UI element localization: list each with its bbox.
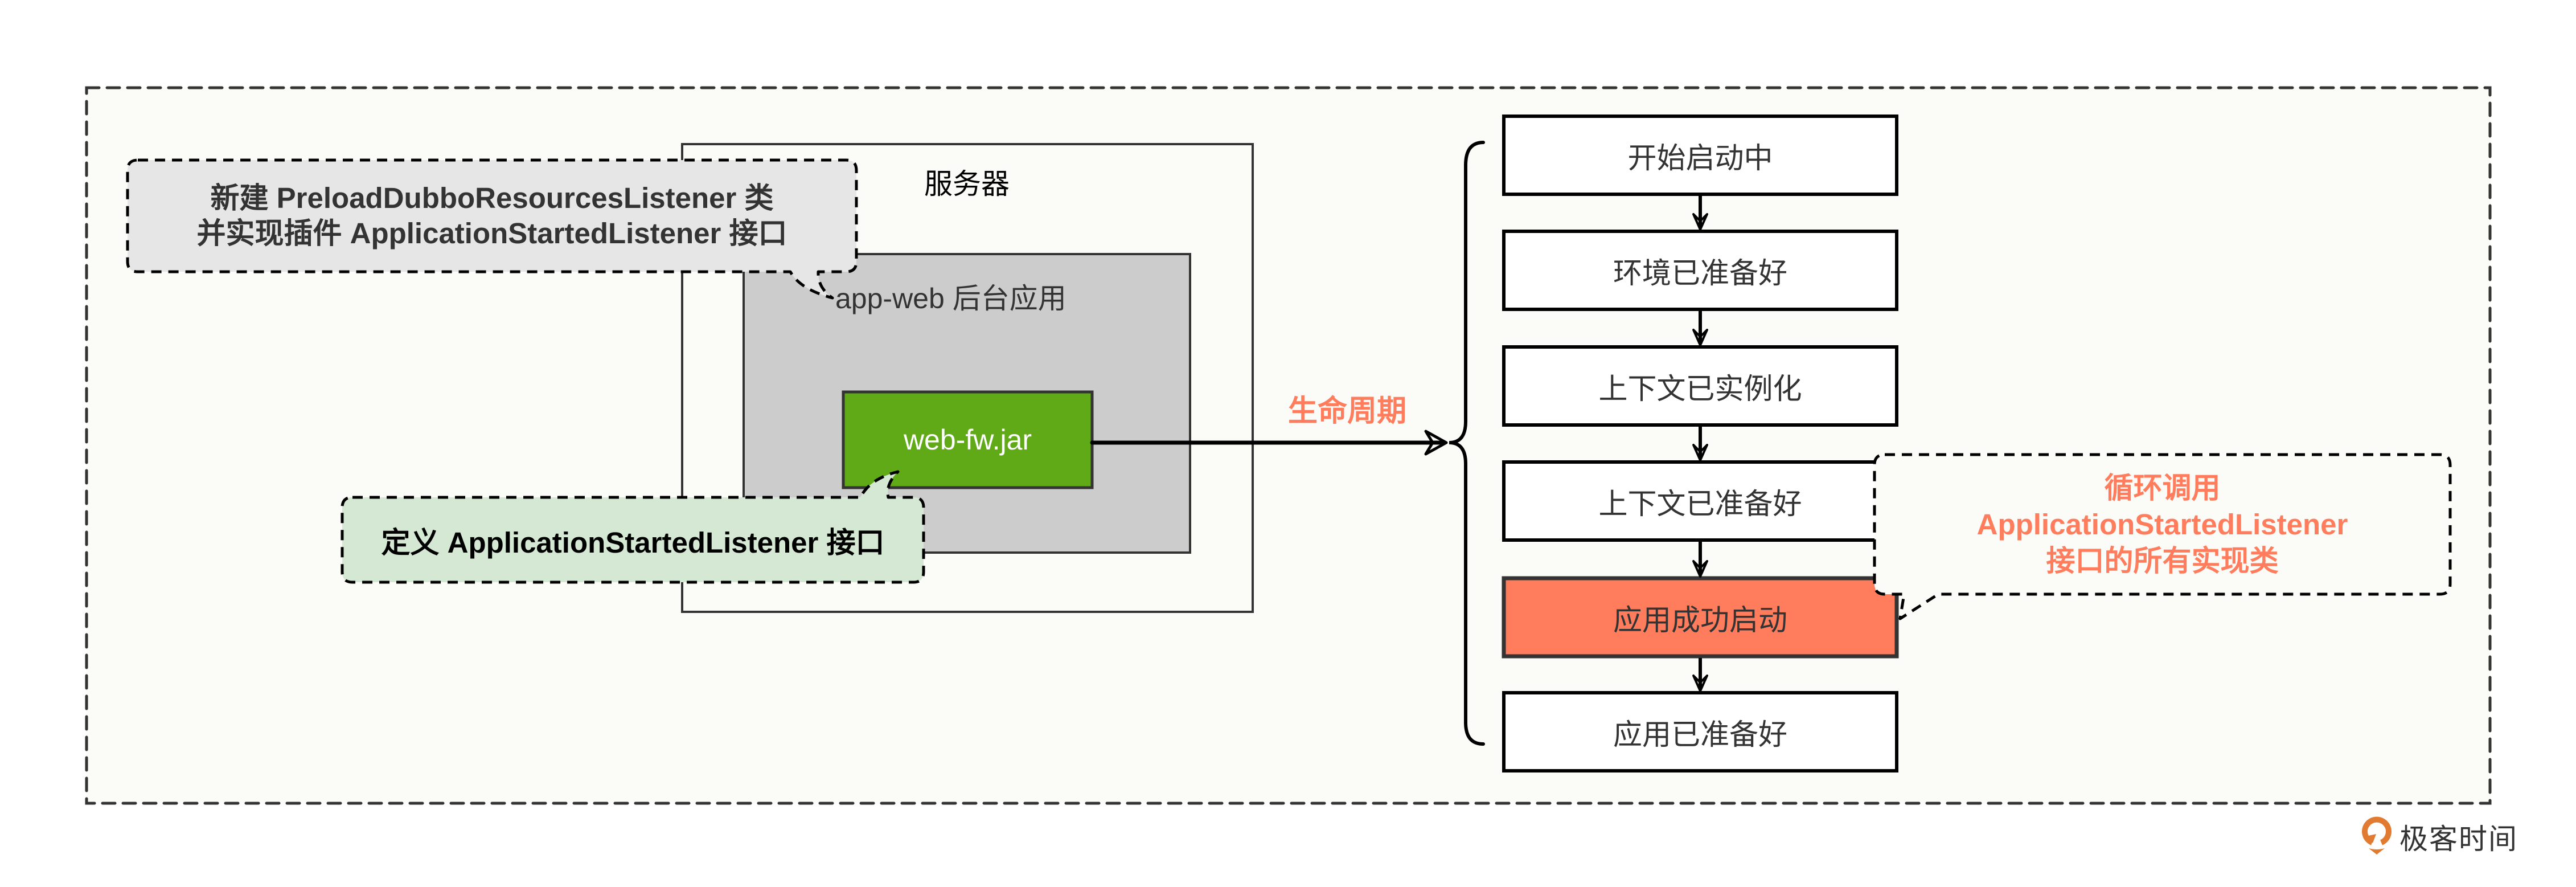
jar-box: [842, 390, 1094, 489]
lifecycle-brace: [1449, 141, 1485, 746]
callout-line: 接口的所有实现类: [2046, 544, 2279, 577]
stage-arrow: [1692, 658, 1708, 692]
logo-text: 极客时间: [2399, 823, 2518, 855]
callout-line: 循环调用: [2104, 471, 2221, 504]
geektime-logo-icon: [2362, 816, 2392, 855]
callout-new-listener-text: 新建 PreloadDubboResourcesListener 类 并实现插件…: [128, 160, 856, 272]
callout-line: 并实现插件 ApplicationStartedListener 接口: [196, 217, 787, 250]
stage-arrow: [1692, 196, 1708, 231]
callout-line: ApplicationStartedListener: [1976, 508, 2348, 541]
stage-arrow: [1692, 311, 1708, 346]
callout-define-interface-text: 定义 ApplicationStartedListener 接口: [381, 526, 885, 559]
logo-ring: [2362, 816, 2392, 845]
stage-label: 环境已准备好: [1613, 256, 1787, 289]
stage-label: 上下文已准备好: [1598, 487, 1802, 520]
callout-loop-invoke: [1873, 453, 2452, 620]
lifecycle-arrow-head: [1424, 430, 1448, 456]
app-web-label: app-web 后台应用: [835, 283, 1067, 314]
callout-line: 新建 PreloadDubboResourcesListener 类: [210, 182, 774, 214]
lifecycle-label: 生命周期: [1287, 394, 1406, 428]
jar-label: web-fw.jar: [903, 424, 1032, 456]
stage-arrow: [1692, 542, 1708, 578]
stage-label: 上下文已实例化: [1598, 372, 1802, 405]
stage-box: [1502, 691, 1898, 772]
stage-box: [1502, 115, 1898, 196]
callout-loop-invoke-text: 循环调用 ApplicationStartedListener 接口的所有实现类: [1874, 455, 2450, 594]
callout-define-interface: [341, 470, 925, 584]
stage-box: [1502, 460, 1898, 542]
lifecycle-arrow: [1090, 430, 1448, 456]
stage-box: [1502, 576, 1899, 659]
stage-arrow: [1692, 427, 1708, 461]
stage-label: 开始启动中: [1627, 141, 1773, 174]
stage-box: [1502, 345, 1898, 427]
logo-pin-tip: [2369, 848, 2385, 855]
stage-label: 应用已准备好: [1613, 718, 1787, 751]
logo-arrow: [2368, 834, 2376, 843]
server-label: 服务器: [924, 168, 1010, 200]
stage-box: [1502, 230, 1898, 311]
callout-new-listener: [126, 158, 858, 300]
server-box: [681, 143, 1254, 613]
stage-label: 应用成功启动: [1613, 603, 1787, 636]
